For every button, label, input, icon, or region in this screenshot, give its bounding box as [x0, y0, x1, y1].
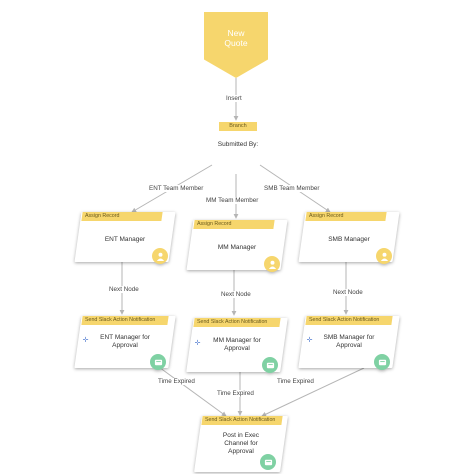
- notify-tab-smb: Send Slack Action Notification: [309, 317, 380, 323]
- notify-line2-ent: Approval: [112, 342, 138, 349]
- plus-icon[interactable]: ✛: [306, 337, 313, 344]
- slack-message-icon: [150, 354, 166, 370]
- start-label-line2: Quote: [224, 38, 248, 48]
- notify-tab-ent: Send Slack Action Notification: [85, 317, 156, 323]
- edge-expired-1: [151, 361, 227, 417]
- assign-tab-mm: Assign Record: [197, 221, 232, 227]
- start-label-line1: New: [227, 28, 245, 38]
- notify-tab-mm: Send Slack Action Notification: [197, 319, 268, 325]
- edge-label-insert: Insert: [225, 95, 243, 102]
- final-line3: Approval: [228, 448, 254, 455]
- notify-node-mm[interactable]: Send Slack Action Notification ✛ MM Mana…: [186, 318, 288, 373]
- notify-line2-mm: Approval: [224, 345, 250, 352]
- plus-icon[interactable]: ✛: [194, 340, 201, 347]
- notify-node-ent[interactable]: Send Slack Action Notification ✛ ENT Man…: [74, 316, 176, 370]
- edge-label-time-expired-3: Time Expired: [276, 378, 315, 385]
- edge-label-time-expired-2: Time Expired: [216, 390, 255, 397]
- edge-label-smb-team: SMB Team Member: [263, 185, 321, 192]
- slack-message-icon: [374, 354, 390, 370]
- assign-label-smb: SMB Manager: [328, 236, 370, 243]
- user-icon: [264, 256, 280, 272]
- slack-message-icon: [260, 454, 276, 470]
- assign-label-ent: ENT Manager: [104, 236, 146, 243]
- edge-label-next-node-1: Next Node: [108, 286, 140, 293]
- notify-line1-mm: MM Manager for: [213, 337, 261, 344]
- notify-line1-ent: ENT Manager for: [100, 334, 150, 341]
- final-line1: Post in Exec: [222, 432, 260, 439]
- edge-label-mm-team: MM Team Member: [205, 197, 260, 204]
- branch-tab: Branch: [219, 122, 257, 131]
- assign-tab-smb: Assign Record: [309, 213, 344, 219]
- plus-icon[interactable]: ✛: [82, 337, 89, 344]
- edge-label-ent-team: ENT Team Member: [148, 185, 205, 192]
- assign-node-ent[interactable]: Assign Record ENT Manager: [74, 212, 176, 264]
- edge-label-time-expired-1: Time Expired: [157, 378, 196, 385]
- assign-node-smb[interactable]: Assign Record SMB Manager: [298, 212, 400, 264]
- user-icon: [376, 248, 392, 264]
- notify-node-exec[interactable]: Send Slack Action Notification Post in E…: [194, 416, 288, 472]
- final-line2: Channel for: [224, 440, 258, 447]
- assign-label-mm: MM Manager: [217, 244, 257, 251]
- final-tab: Send Slack Action Notification: [205, 417, 276, 423]
- assign-tab-ent: Assign Record: [85, 213, 120, 219]
- edge-label-next-node-3: Next Node: [332, 289, 364, 296]
- assign-node-mm[interactable]: Assign Record MM Manager: [186, 220, 288, 272]
- edge-expired-3: [261, 367, 365, 417]
- branch-label: Submitted By:: [217, 141, 259, 148]
- slack-message-icon: [262, 357, 278, 373]
- edge-label-next-node-2: Next Node: [220, 291, 252, 298]
- notify-node-smb[interactable]: Send Slack Action Notification ✛ SMB Man…: [298, 316, 400, 370]
- user-icon: [152, 248, 168, 264]
- notify-line2-smb: Approval: [336, 342, 362, 349]
- notify-line1-smb: SMB Manager for: [323, 334, 375, 341]
